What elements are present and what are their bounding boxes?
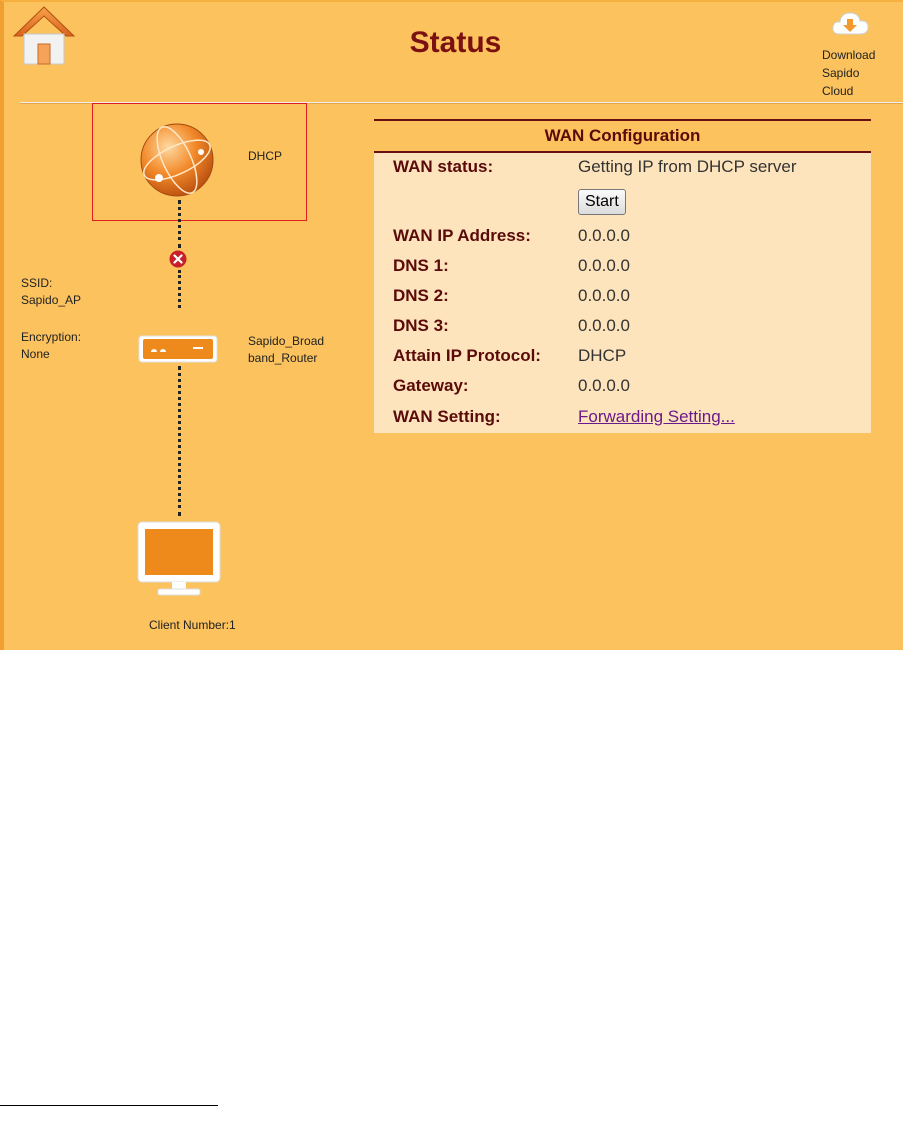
cloud-download-icon <box>832 12 869 35</box>
attain-ip-protocol-value: DHCP <box>578 346 627 365</box>
internet-type-label: DHCP <box>248 149 283 163</box>
encryption-label: Encryption: <box>21 330 82 344</box>
wan-ip-value: 0.0.0.0 <box>578 226 630 245</box>
header-divider <box>20 102 903 104</box>
ssid-label: SSID: <box>21 276 53 290</box>
wan-status-label: WAN status: <box>393 157 494 176</box>
encryption-value: None <box>21 347 50 361</box>
wan-status-value: Getting IP from DHCP server <box>578 157 797 176</box>
connection-line <box>178 366 181 516</box>
page-title: Status <box>409 26 502 59</box>
dns3-value: 0.0.0.0 <box>578 316 630 335</box>
dns2-value: 0.0.0.0 <box>578 286 630 305</box>
attain-ip-protocol-label: Attain IP Protocol: <box>393 346 541 365</box>
home-icon[interactable] <box>12 4 76 68</box>
client-number: Client Number:1 <box>149 618 236 632</box>
connection-line <box>178 270 181 308</box>
disconnected-icon <box>169 250 187 268</box>
dns1-label: DNS 1: <box>393 256 449 275</box>
gateway-value: 0.0.0.0 <box>578 376 630 395</box>
wan-configuration-box: WAN Configuration WAN status: Getting IP… <box>374 119 871 433</box>
forwarding-setting-link[interactable]: Forwarding Setting... <box>578 407 735 426</box>
globe-icon[interactable] <box>139 122 215 198</box>
monitor-icon[interactable] <box>136 520 222 598</box>
router-icon[interactable] <box>137 334 219 364</box>
wan-configuration-title: WAN Configuration <box>374 119 871 153</box>
dns3-label: DNS 3: <box>393 316 449 335</box>
download-cloud-link[interactable]: Download Sapido Cloud <box>822 8 902 100</box>
connection-line <box>178 200 181 248</box>
internet-highlight-box <box>92 103 307 221</box>
wan-ip-label: WAN IP Address: <box>393 226 531 245</box>
start-button[interactable]: Start <box>578 189 626 215</box>
dns2-label: DNS 2: <box>393 286 449 305</box>
download-cloud-label: Download Sapido Cloud <box>822 48 876 98</box>
status-panel: Status Download Sapido Cloud DHCP SSID: … <box>0 0 903 650</box>
dns1-value: 0.0.0.0 <box>578 256 630 275</box>
gateway-label: Gateway: <box>393 376 469 395</box>
footnote-divider <box>0 1105 218 1106</box>
ssid-value: Sapido_AP <box>21 293 82 307</box>
router-name-line2: band_Router <box>248 351 318 365</box>
router-name-line1: Sapido_Broad <box>248 334 325 348</box>
wan-setting-label: WAN Setting: <box>393 407 501 426</box>
